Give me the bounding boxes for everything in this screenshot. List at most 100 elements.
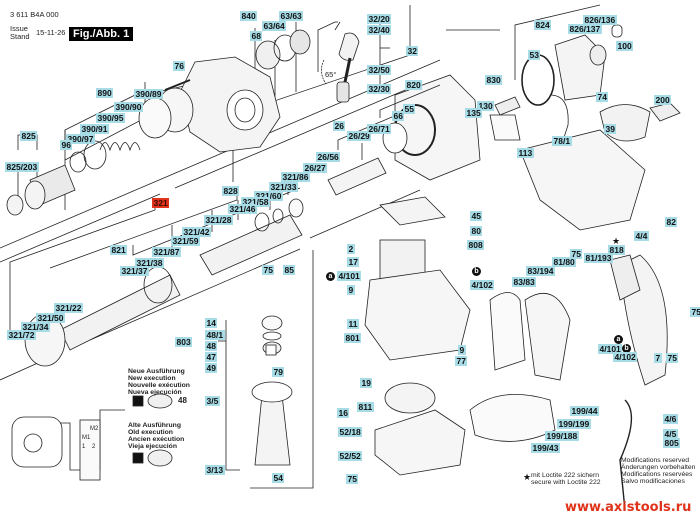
part-label-75-rear[interactable]: 75 — [690, 307, 700, 317]
part-label-53[interactable]: 53 — [528, 50, 541, 60]
part-label-11[interactable]: 11 — [347, 319, 359, 329]
part-label-81-80[interactable]: 81/80 — [552, 257, 577, 267]
part-label-47[interactable]: 47 — [205, 352, 218, 362]
part-label-74[interactable]: 74 — [596, 92, 609, 102]
part-label-4-6[interactable]: 4/6 — [663, 414, 678, 424]
part-label-390-89[interactable]: 390/89 — [134, 89, 163, 99]
part-label-9-top[interactable]: 9 — [347, 285, 355, 295]
part-label-66[interactable]: 66 — [392, 111, 405, 121]
part-label-45[interactable]: 45 — [470, 211, 483, 221]
part-label-321-33[interactable]: 321/33 — [269, 182, 298, 192]
part-label-83-83[interactable]: 83/83 — [512, 277, 537, 287]
part-label-55[interactable]: 55 — [403, 104, 416, 114]
part-label-825-203[interactable]: 825/203 — [5, 162, 39, 172]
part-label-80[interactable]: 80 — [470, 226, 483, 236]
part-label-81-193[interactable]: 81/193 — [584, 253, 613, 263]
part-label-321-22[interactable]: 321/22 — [54, 303, 83, 313]
part-label-17[interactable]: 17 — [347, 257, 360, 267]
part-label-4-4[interactable]: 4/4 — [634, 231, 649, 241]
part-label-48-1[interactable]: 48/1 — [205, 330, 225, 340]
part-label-3-13[interactable]: 3/13 — [205, 465, 225, 475]
part-label-808[interactable]: 808 — [467, 240, 485, 250]
watermark-url[interactable]: www.axistools.ru — [565, 500, 692, 515]
part-label-390-90[interactable]: 390/90 — [114, 102, 143, 112]
part-label-321-highlighted[interactable]: 321 — [152, 198, 170, 208]
part-label-390-91[interactable]: 390/91 — [80, 124, 109, 134]
part-label-32-30[interactable]: 32/30 — [367, 84, 392, 94]
part-label-321-86[interactable]: 321/86 — [281, 172, 310, 182]
part-label-321-38[interactable]: 321/38 — [135, 258, 164, 268]
part-label-321-42[interactable]: 321/42 — [182, 227, 211, 237]
part-label-26-71[interactable]: 26/71 — [367, 124, 392, 134]
part-label-2[interactable]: 2 — [347, 244, 355, 254]
part-label-3-5[interactable]: 3/5 — [205, 396, 220, 406]
part-label-16[interactable]: 16 — [337, 408, 350, 418]
part-label-321-72[interactable]: 321/72 — [7, 330, 36, 340]
part-label-321-37[interactable]: 321/37 — [120, 266, 149, 276]
part-label-7[interactable]: 7 — [654, 353, 662, 363]
part-label-135[interactable]: 135 — [465, 108, 483, 118]
part-label-840[interactable]: 840 — [240, 11, 258, 21]
part-label-390-97[interactable]: 390/97 — [66, 134, 95, 144]
part-label-805[interactable]: 805 — [663, 438, 681, 448]
part-label-824[interactable]: 824 — [534, 20, 552, 30]
part-label-85[interactable]: 85 — [283, 265, 296, 275]
part-label-32-20[interactable]: 32/20 — [367, 14, 392, 24]
part-label-4-5[interactable]: 4/5 — [663, 429, 678, 439]
part-label-32[interactable]: 32 — [406, 46, 419, 56]
part-label-26-29[interactable]: 26/29 — [347, 131, 372, 141]
part-label-4-101-right[interactable]: 4/101 — [598, 344, 623, 354]
part-label-321-59[interactable]: 321/59 — [171, 236, 200, 246]
part-label-199-199[interactable]: 199/199 — [557, 419, 591, 429]
part-label-803[interactable]: 803 — [175, 337, 193, 347]
part-label-63-63[interactable]: 63/63 — [279, 11, 304, 21]
part-label-39[interactable]: 39 — [604, 124, 617, 134]
part-label-818[interactable]: 818 — [608, 245, 626, 255]
part-label-4-101[interactable]: 4/101 — [337, 271, 362, 281]
part-label-321-60[interactable]: 321/60 — [254, 191, 283, 201]
part-label-826-136[interactable]: 826/136 — [583, 15, 617, 25]
part-label-75-side[interactable]: 75 — [666, 353, 679, 363]
part-label-75-clamp[interactable]: 75 — [262, 265, 275, 275]
part-label-19[interactable]: 19 — [360, 378, 373, 388]
part-label-32-40[interactable]: 32/40 — [367, 25, 392, 35]
part-label-321-87[interactable]: 321/87 — [152, 247, 181, 257]
part-label-54[interactable]: 54 — [272, 473, 285, 483]
part-label-821[interactable]: 821 — [110, 245, 128, 255]
part-label-321-34[interactable]: 321/34 — [21, 322, 50, 332]
part-label-9-bottom[interactable]: 9 — [458, 345, 466, 355]
part-label-75-base[interactable]: 75 — [346, 474, 359, 484]
part-label-4-102[interactable]: 4/102 — [470, 280, 495, 290]
part-label-199-43[interactable]: 199/43 — [531, 443, 560, 453]
part-label-14[interactable]: 14 — [205, 318, 218, 328]
part-label-321-28[interactable]: 321/28 — [204, 215, 233, 225]
part-label-820[interactable]: 820 — [405, 80, 423, 90]
part-label-113[interactable]: 113 — [517, 148, 534, 158]
part-label-801[interactable]: 801 — [344, 333, 362, 343]
part-label-199-188[interactable]: 199/188 — [545, 431, 579, 441]
part-label-76[interactable]: 76 — [173, 61, 186, 71]
part-label-52-52[interactable]: 52/52 — [338, 451, 363, 461]
part-label-321-58[interactable]: 321/58 — [241, 197, 270, 207]
part-label-63-64[interactable]: 63/64 — [262, 21, 287, 31]
part-label-32-50[interactable]: 32/50 — [367, 65, 392, 75]
part-label-830[interactable]: 830 — [485, 75, 503, 85]
part-label-26-56[interactable]: 26/56 — [316, 152, 341, 162]
part-label-200[interactable]: 200 — [654, 95, 672, 105]
part-label-77[interactable]: 77 — [455, 356, 468, 366]
part-label-26[interactable]: 26 — [333, 121, 346, 131]
part-label-100[interactable]: 100 — [616, 41, 634, 51]
part-label-199-44[interactable]: 199/44 — [570, 406, 599, 416]
part-label-52-18[interactable]: 52/18 — [338, 427, 363, 437]
part-label-48[interactable]: 48 — [205, 341, 218, 351]
part-label-49[interactable]: 49 — [205, 363, 218, 373]
part-label-68[interactable]: 68 — [250, 31, 263, 41]
part-label-4-102-right[interactable]: 4/102 — [613, 352, 638, 362]
part-label-826-137[interactable]: 826/137 — [568, 24, 602, 34]
part-label-811[interactable]: 811 — [357, 402, 374, 412]
part-label-321-50[interactable]: 321/50 — [36, 313, 65, 323]
part-label-83-194[interactable]: 83/194 — [526, 266, 555, 276]
part-label-79[interactable]: 79 — [272, 367, 285, 377]
part-label-26-27[interactable]: 26/27 — [303, 163, 328, 173]
part-label-321-46[interactable]: 321/46 — [228, 204, 257, 214]
